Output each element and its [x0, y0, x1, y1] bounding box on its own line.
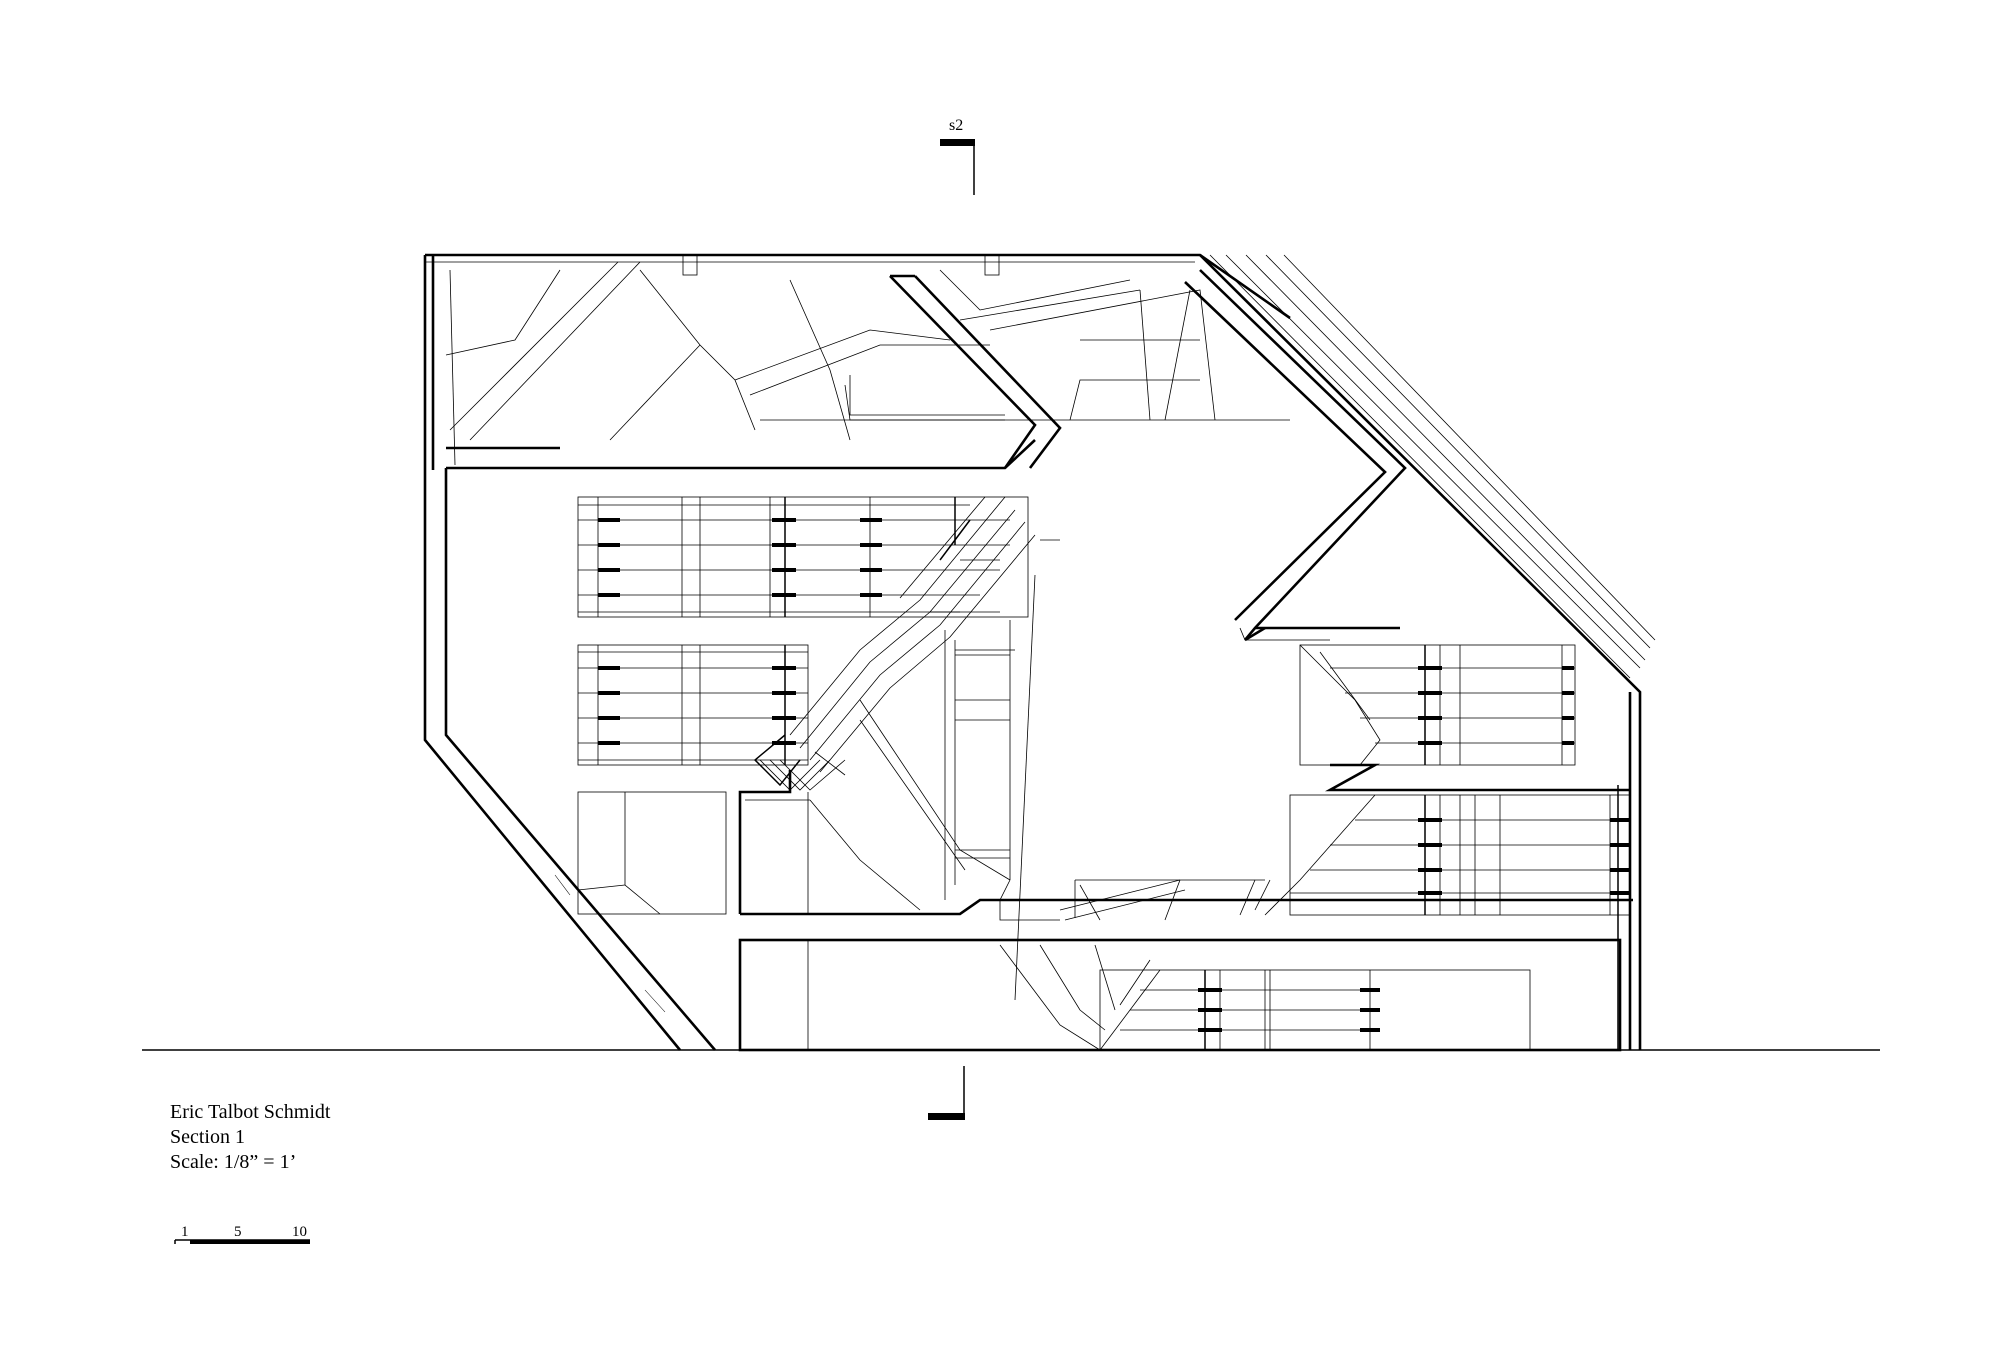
left-shelving-lower: [577, 644, 809, 766]
section-marker-bottom: [928, 1066, 965, 1120]
section-marker-label: s2: [949, 117, 963, 134]
central-stair: [753, 496, 1060, 791]
scale-tick-5: 5: [234, 1224, 242, 1240]
scale-bar: 1 5 10: [174, 1224, 310, 1244]
scale-label: Scale: 1/8” = 1’: [170, 1151, 296, 1173]
roof-interior-lines: [445, 261, 1290, 466]
author-name: Eric Talbot Schmidt: [170, 1101, 331, 1123]
right-shelving-lower: [1264, 763, 1631, 916]
left-wall-hatch: [554, 874, 666, 1013]
sheet-title: Section 1: [170, 1126, 245, 1148]
scale-tick-1: 1: [181, 1224, 189, 1240]
outer-walls: [423, 253, 1656, 1051]
ground-floor: [738, 938, 1622, 1052]
scale-tick-10: 10: [292, 1224, 307, 1240]
central-atrium: [859, 574, 1330, 1001]
lower-left-rooms: [577, 770, 1633, 916]
right-shelving-upper: [1299, 644, 1576, 766]
left-shelving-upper: [577, 496, 1029, 618]
title-block: Eric Talbot Schmidt Section 1 Scale: 1/8…: [170, 1101, 331, 1173]
section-marker-top: s2: [940, 117, 975, 195]
upper-zigzag-walls: [446, 269, 1407, 642]
